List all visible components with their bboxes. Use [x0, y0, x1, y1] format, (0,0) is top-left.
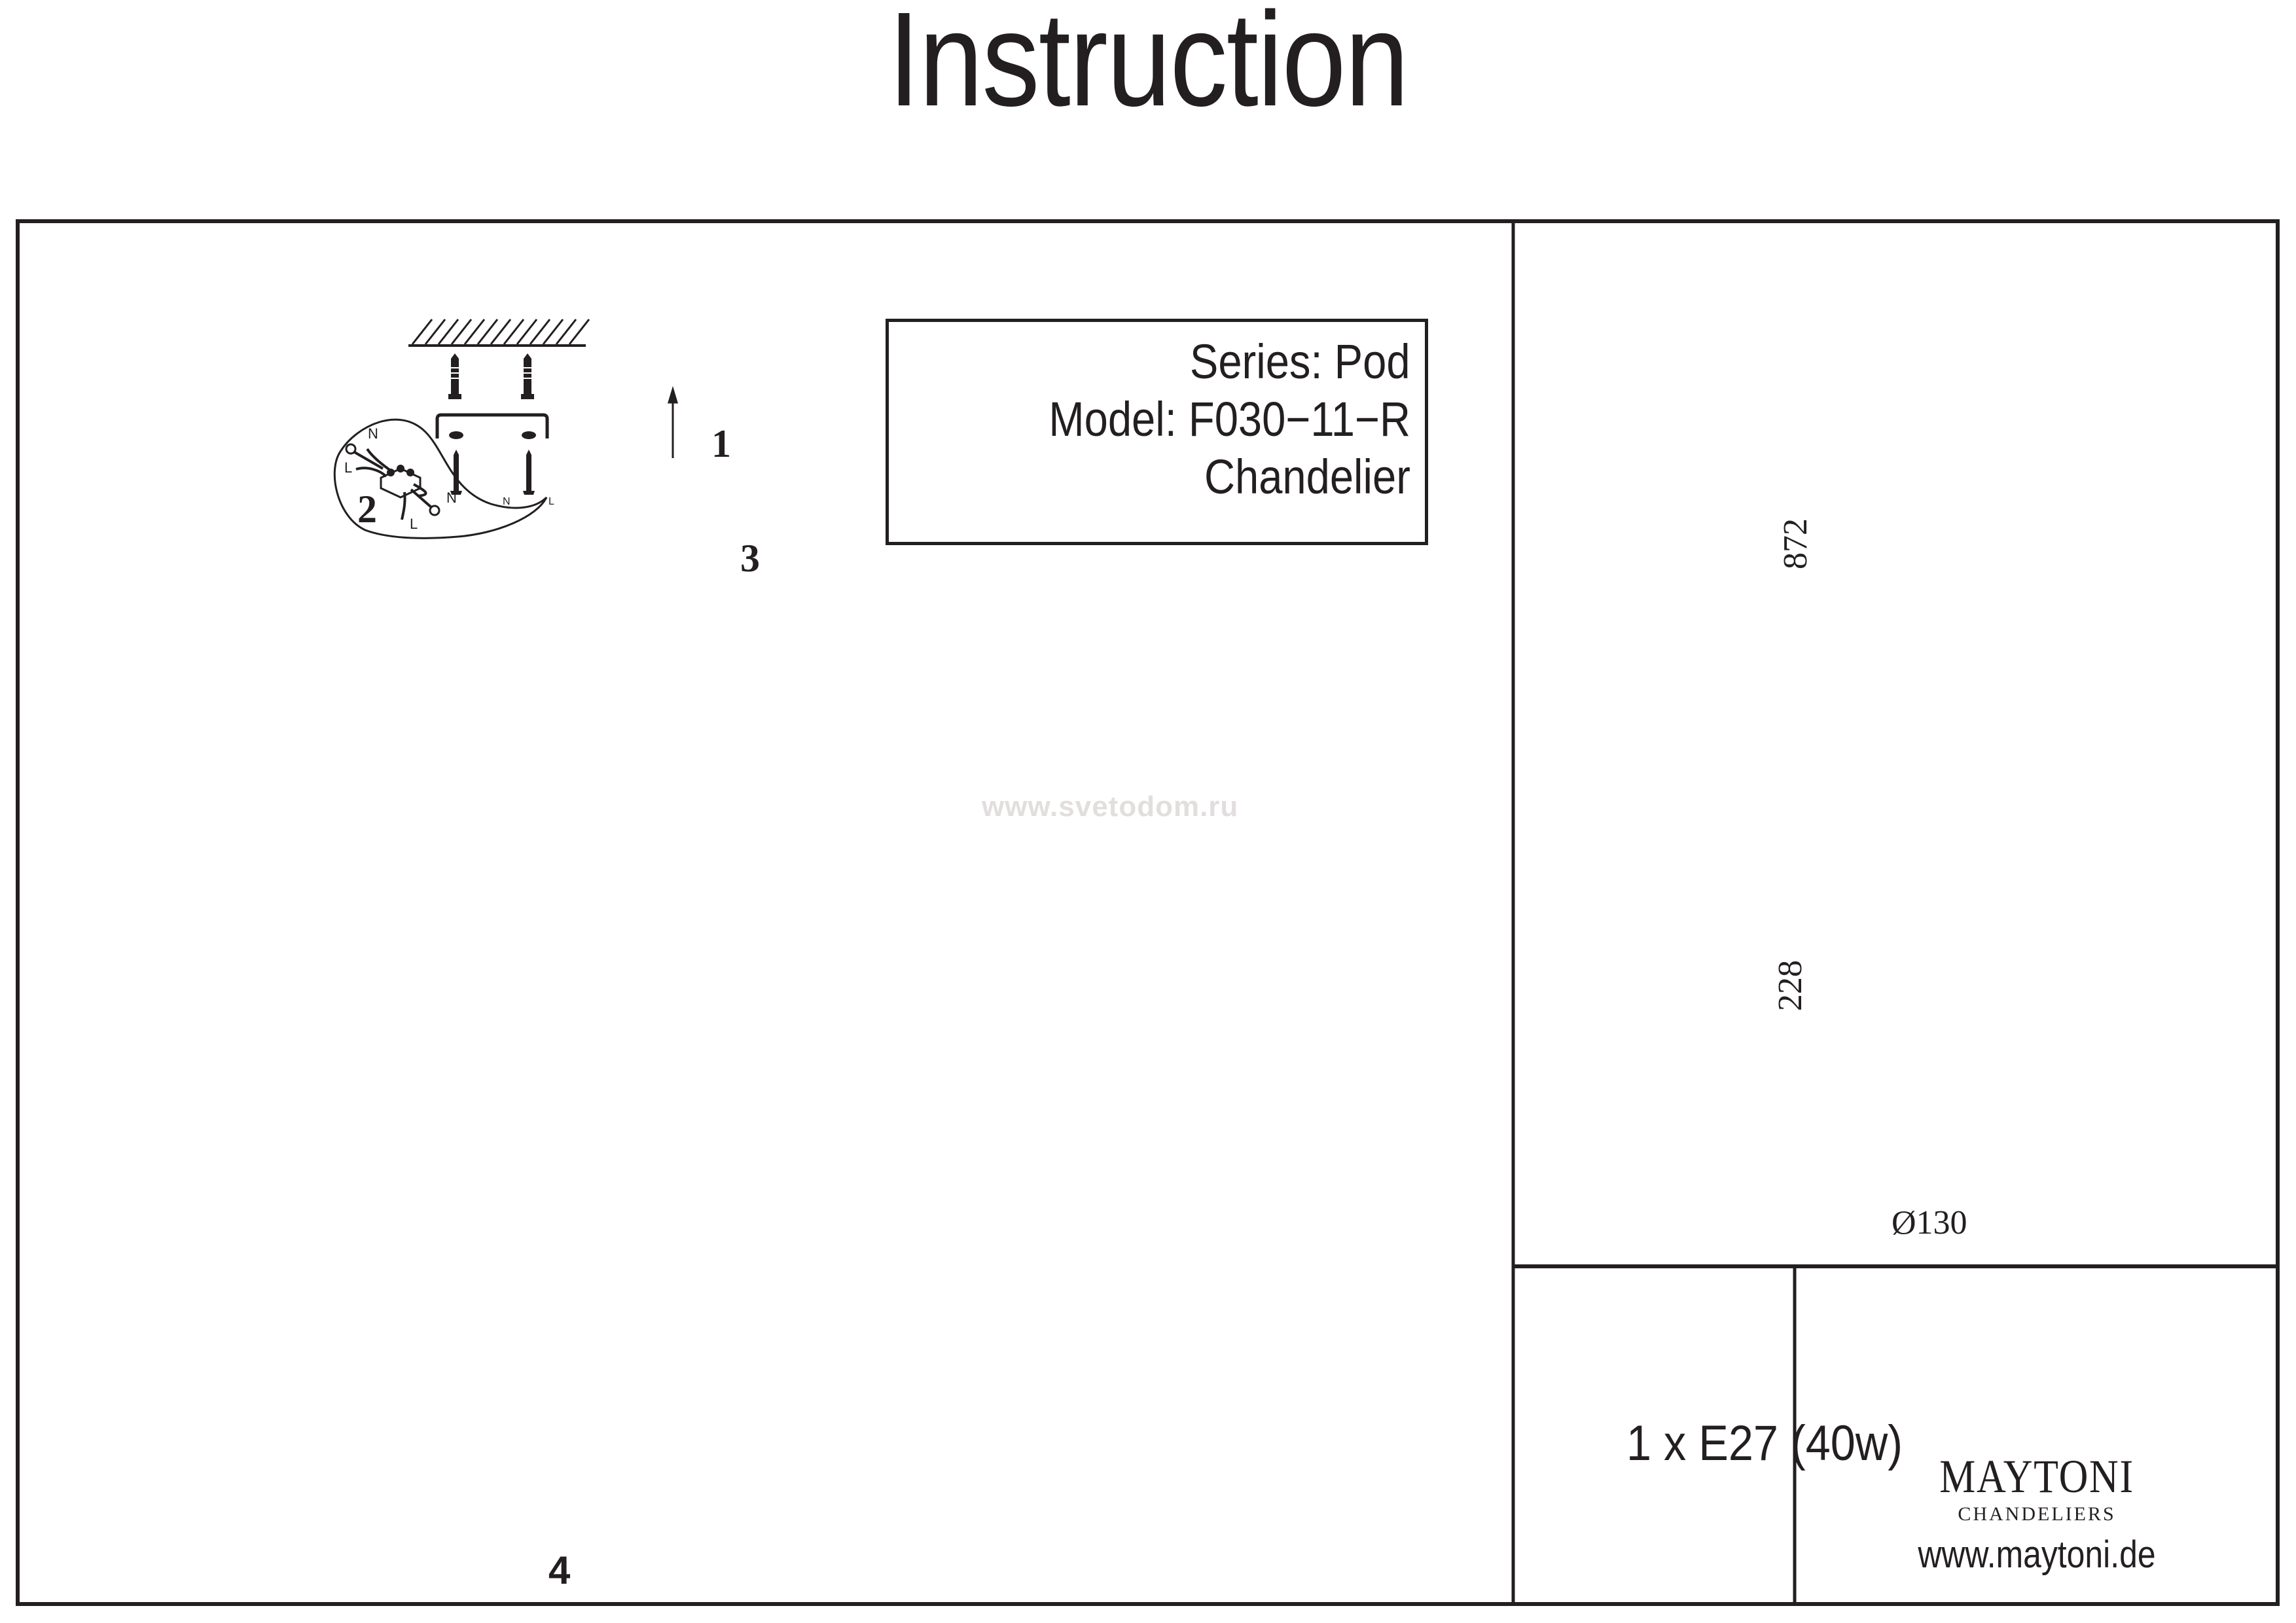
product-info-box: Series: Pod Model: F030−11−R Chandelier	[886, 319, 1428, 545]
wire-label-live: L	[548, 496, 554, 507]
step-number-3: 3	[740, 537, 760, 580]
wall-anchor-icon	[448, 353, 461, 399]
model-label: Model: F030−11−R	[1049, 392, 1410, 446]
brand-url[interactable]: www.maytoni.de	[1918, 1533, 2156, 1576]
watermark: www.svetodom.ru	[982, 791, 1239, 823]
cable-length-dimension: 872	[1777, 518, 1814, 569]
wire-label-neutral: N	[446, 490, 457, 506]
wire-label-live: L	[410, 516, 418, 532]
bracket-hole-icon	[449, 431, 463, 439]
step-number-1: 1	[711, 422, 731, 465]
brand-name: MAYTONI	[1939, 1450, 2134, 1503]
wall-anchor-icon	[521, 353, 534, 399]
wire-label-neutral: N	[503, 496, 511, 507]
product-type-label: Chandelier	[1204, 450, 1410, 504]
wire-label-neutral: N	[368, 425, 378, 442]
arrow-up-icon	[667, 385, 679, 458]
bracket-hole-icon	[522, 431, 536, 439]
screw-icon	[450, 450, 535, 495]
bulb-spec: 1 x E27 (40w)	[1626, 1416, 1903, 1471]
terminal-block-icon	[345, 443, 440, 520]
wiring-detail-bubble	[333, 418, 548, 539]
mounting-bracket-icon	[435, 413, 549, 438]
step-number-2: 2	[357, 488, 377, 531]
ceiling-icon	[408, 319, 590, 347]
outer-frame	[16, 219, 2280, 1606]
diameter-dimension: Ø130	[1892, 1204, 1967, 1241]
wire-label-live: L	[344, 459, 353, 476]
shade-height-dimension: 228	[1772, 960, 1809, 1011]
brand-subtitle: CHANDELIERS	[1958, 1503, 2116, 1525]
series-label: Series: Pod	[1190, 334, 1410, 389]
page-title: Instruction	[888, 0, 1409, 134]
step-number-4: 4	[548, 1548, 571, 1592]
